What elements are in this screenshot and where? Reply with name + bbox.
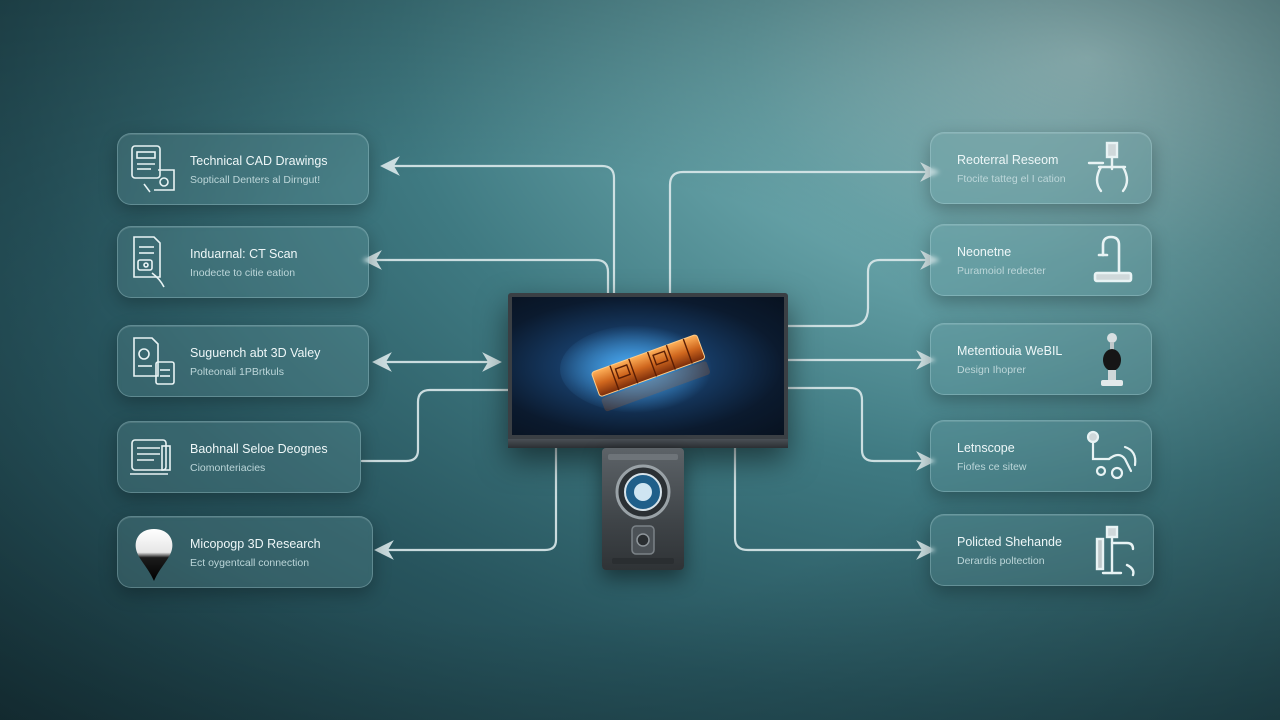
card-title: Micopogp 3D Research: [190, 537, 321, 551]
mixer-part-icon: [1095, 525, 1135, 577]
connector-right-5: [733, 446, 936, 560]
card-title: Neonetne: [957, 245, 1012, 259]
card-industrial-ct-scan[interactable]: Induarnal: CT Scan Inodecte to citie eat…: [117, 226, 369, 298]
gripper-part-icon: [1087, 141, 1129, 193]
connector-right-4: [786, 386, 936, 471]
card-title: Suguench abt 3D Valey: [190, 346, 321, 360]
card-title: Baohnall Seloe Deognes: [190, 442, 328, 456]
3d-scan-document-icon: [133, 337, 175, 385]
report-document-icon: [130, 439, 171, 475]
card-subtitle: Derardis poltection: [957, 555, 1045, 567]
card-subtitle: Puramoiol redecter: [957, 265, 1046, 277]
scanner-device-graphic: [608, 454, 678, 564]
3d-object-render: [560, 325, 720, 413]
card-reference-research[interactable]: Reoterral Reseom Ftocite tatteg el I cat…: [930, 132, 1152, 204]
card-subtitle: Ftocite tatteg el I cation: [957, 173, 1066, 185]
valve-part-icon: [1101, 333, 1123, 386]
connector-left-2: [362, 250, 610, 295]
card-title: Reoterral Reseom: [957, 153, 1059, 167]
linkage-part-icon: [1086, 430, 1137, 480]
card-3d-research[interactable]: Micopogp 3D Research Ect oygentcall conn…: [117, 516, 373, 588]
card-technical-cad-drawings[interactable]: Technical CAD Drawings Sopticall Denters…: [117, 133, 369, 205]
card-title: Policted Shehande: [957, 535, 1062, 549]
card-report[interactable]: Baohnall Seloe Deognes Ciomonteriacies: [117, 421, 361, 493]
monitor-screen: [512, 297, 784, 435]
card-subtitle: Sopticall Denters al Dirngut!: [190, 174, 321, 186]
card-title: Technical CAD Drawings: [190, 154, 328, 168]
connector-right-1: [668, 162, 940, 295]
card-letnscope[interactable]: Letnscope Fiofes ce sitew: [930, 420, 1152, 492]
card-subtitle: Ciomonteriacies: [190, 462, 266, 474]
card-title: Induarnal: CT Scan: [190, 247, 298, 261]
scanner-device-icon: [602, 448, 684, 570]
card-subtitle: Fiofes ce sitew: [957, 461, 1027, 473]
card-title: Metentiouia WeBIL: [957, 344, 1063, 358]
card-3d-scan[interactable]: Suguench abt 3D Valey Polteonali 1PBrtku…: [117, 325, 369, 397]
sphere-icon: [135, 529, 173, 581]
card-subtitle: Design Ihoprer: [957, 364, 1026, 376]
card-subtitle: Ect oygentcall connection: [190, 557, 310, 569]
monitor-bezel: [508, 439, 788, 448]
faucet-part-icon: [1093, 235, 1133, 283]
cad-drawing-icon: [131, 145, 175, 193]
card-title: Letnscope: [957, 441, 1015, 455]
monitor-icon: [508, 293, 788, 448]
card-neonetne[interactable]: Neonetne Puramoiol redecter: [930, 224, 1152, 296]
card-policted-shehande[interactable]: Policted Shehande Derardis poltection: [930, 514, 1154, 586]
connector-right-2: [786, 250, 940, 328]
card-subtitle: Inodecte to citie eation: [190, 267, 296, 279]
card-subtitle: Polteonali 1PBrtkuls: [190, 366, 284, 378]
connector-left-1: [380, 156, 616, 295]
connector-left-5: [374, 446, 558, 560]
connector-left-4: [360, 388, 510, 463]
ct-scan-document-icon: [133, 236, 165, 288]
card-metentiouia-webil[interactable]: Metentiouia WeBIL Design Ihoprer: [930, 323, 1152, 395]
